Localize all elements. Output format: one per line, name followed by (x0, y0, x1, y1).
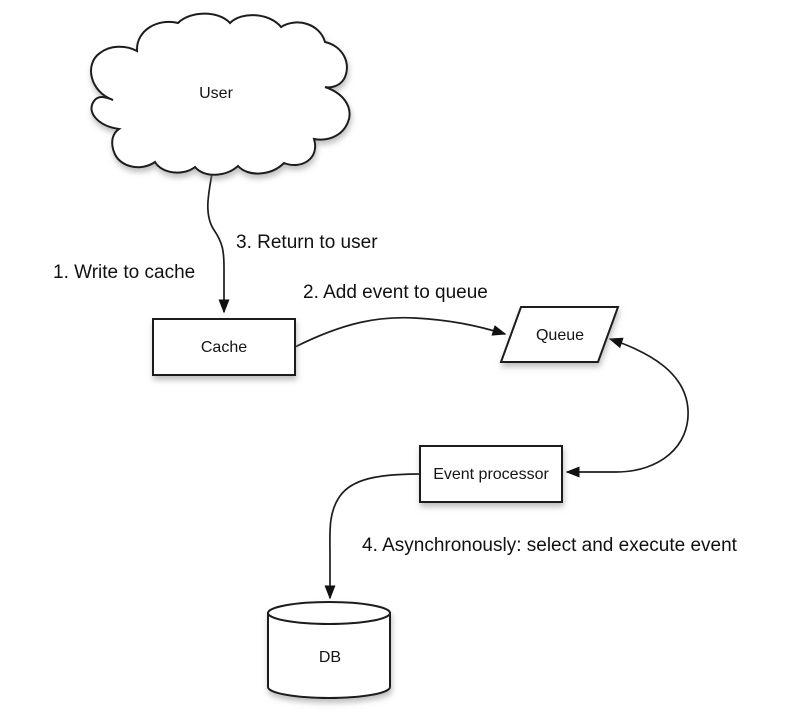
edge-label-step-2-add-event-to-queue: 2. Add event to queue (303, 282, 488, 303)
labels-layer: User Cache Queue Event processor DB 1. W… (53, 85, 738, 666)
user-cloud-shape (90, 12, 351, 176)
edge-label-step-1-write-to-cache: 1. Write to cache (53, 262, 195, 283)
arrow-user-to-cache (206, 167, 230, 314)
queue-node-label: Queue (536, 327, 584, 344)
arrow-cache-to-queue (294, 316, 507, 348)
db-cylinder-top (267, 601, 391, 625)
cache-box-shape (152, 318, 296, 376)
edge-label-step-3-return-to-user: 3. Return to user (236, 232, 378, 253)
cache-node-label: Cache (201, 339, 247, 356)
arrow-event-processor-to-db (324, 473, 421, 600)
queue-parallelogram-shape (499, 306, 620, 363)
arrow-queue-event-processor-two-way (565, 337, 689, 478)
db-cylinder-shape (267, 601, 391, 699)
edge-label-step-4-asynchronously: 4. Asynchronously: select and execute ev… (362, 535, 738, 556)
user-node-label: User (199, 85, 233, 102)
shapes-layer (90, 12, 620, 699)
edges-layer (206, 167, 689, 600)
db-node-label: DB (319, 649, 341, 666)
event-processor-box-shape (419, 445, 563, 503)
db-cylinder-body (267, 612, 391, 699)
event-processor-node-label: Event processor (433, 466, 549, 483)
